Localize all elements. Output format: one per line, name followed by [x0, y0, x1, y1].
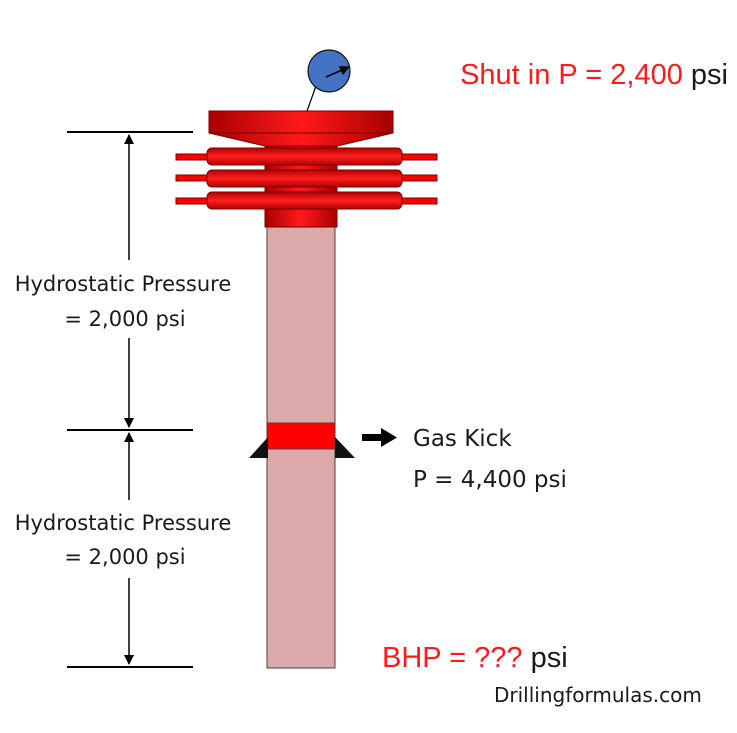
hydrostatic-bottom-label-line1: Hydrostatic Pressure — [15, 511, 232, 535]
hydrostatic-bottom-label-line2: = 2,000 psi — [64, 545, 185, 569]
credit-text: Drillingformulas.com — [494, 683, 702, 707]
hydrostatic-top-label-line2: = 2,000 psi — [64, 307, 185, 331]
gas-kick-label: Gas Kick — [413, 426, 512, 452]
gas-kick-pressure-label: P = 4,400 psi — [413, 467, 567, 493]
shut-in-pressure-label: Shut in P = 2,400 psi — [460, 59, 728, 91]
gas-kick-zone — [266, 422, 336, 450]
packer-left — [249, 437, 268, 458]
pressure-gauge-icon — [306, 49, 351, 112]
packer-right — [335, 437, 355, 458]
hydrostatic-top-label-line1: Hydrostatic Pressure — [15, 272, 232, 296]
right-arrow-icon — [362, 428, 397, 447]
bop-stack — [175, 110, 438, 228]
bhp-label: BHP = ??? psi — [382, 642, 568, 674]
